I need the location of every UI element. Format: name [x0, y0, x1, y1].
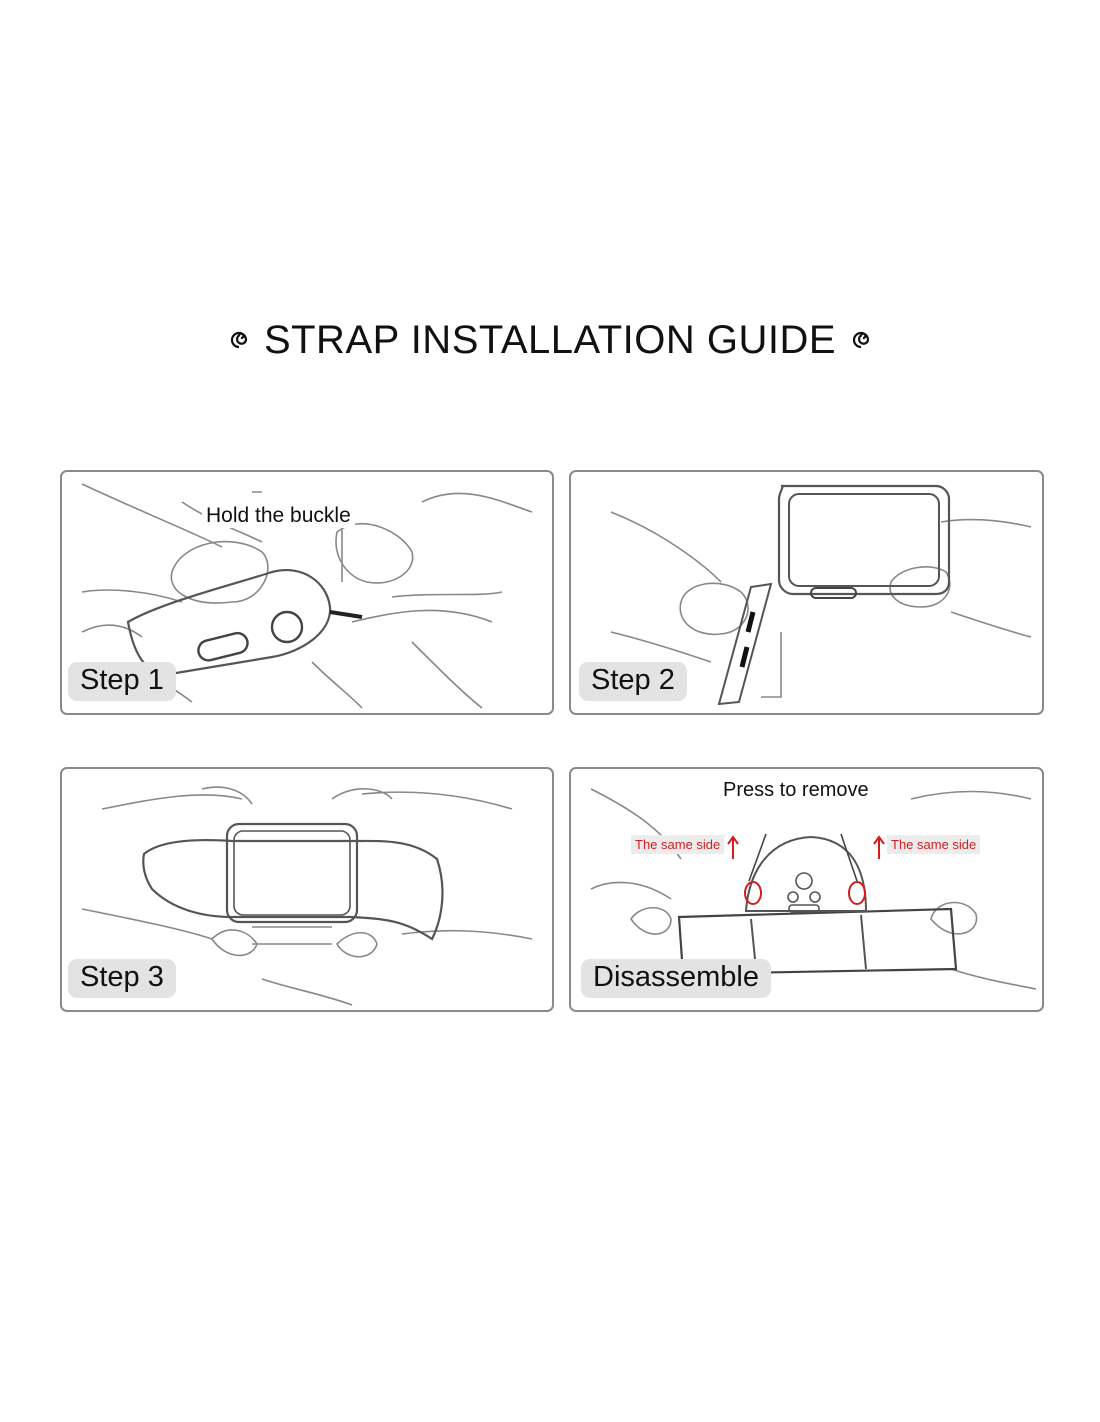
same-side-note-right: The same side: [887, 835, 981, 854]
disassemble-panel: Press to remove The same side The same s…: [569, 767, 1044, 1012]
step1-callout: Hold the buckle: [202, 504, 355, 528]
step2-illustration: [610, 484, 1032, 706]
swirl-icon: [230, 332, 248, 349]
step2-panel: Step 2: [569, 470, 1044, 715]
step3-label: Step 3: [68, 959, 176, 998]
step3-illustration: [81, 786, 533, 1006]
step1-label: Step 1: [68, 662, 176, 701]
step3-panel: Step 3: [60, 767, 554, 1012]
step1-panel: Hold the buckle Step 1: [60, 470, 554, 715]
step2-label: Step 2: [579, 662, 687, 701]
same-side-note-left: The same side: [631, 835, 725, 854]
page-title: STRAP INSTALLATION GUIDE: [0, 318, 1100, 363]
page-title-text: STRAP INSTALLATION GUIDE: [263, 318, 837, 362]
disassemble-label: Disassemble: [581, 959, 771, 998]
swirl-icon: [852, 332, 870, 349]
disassemble-illustration: [590, 788, 1037, 990]
disassemble-callout: Press to remove: [723, 779, 869, 802]
